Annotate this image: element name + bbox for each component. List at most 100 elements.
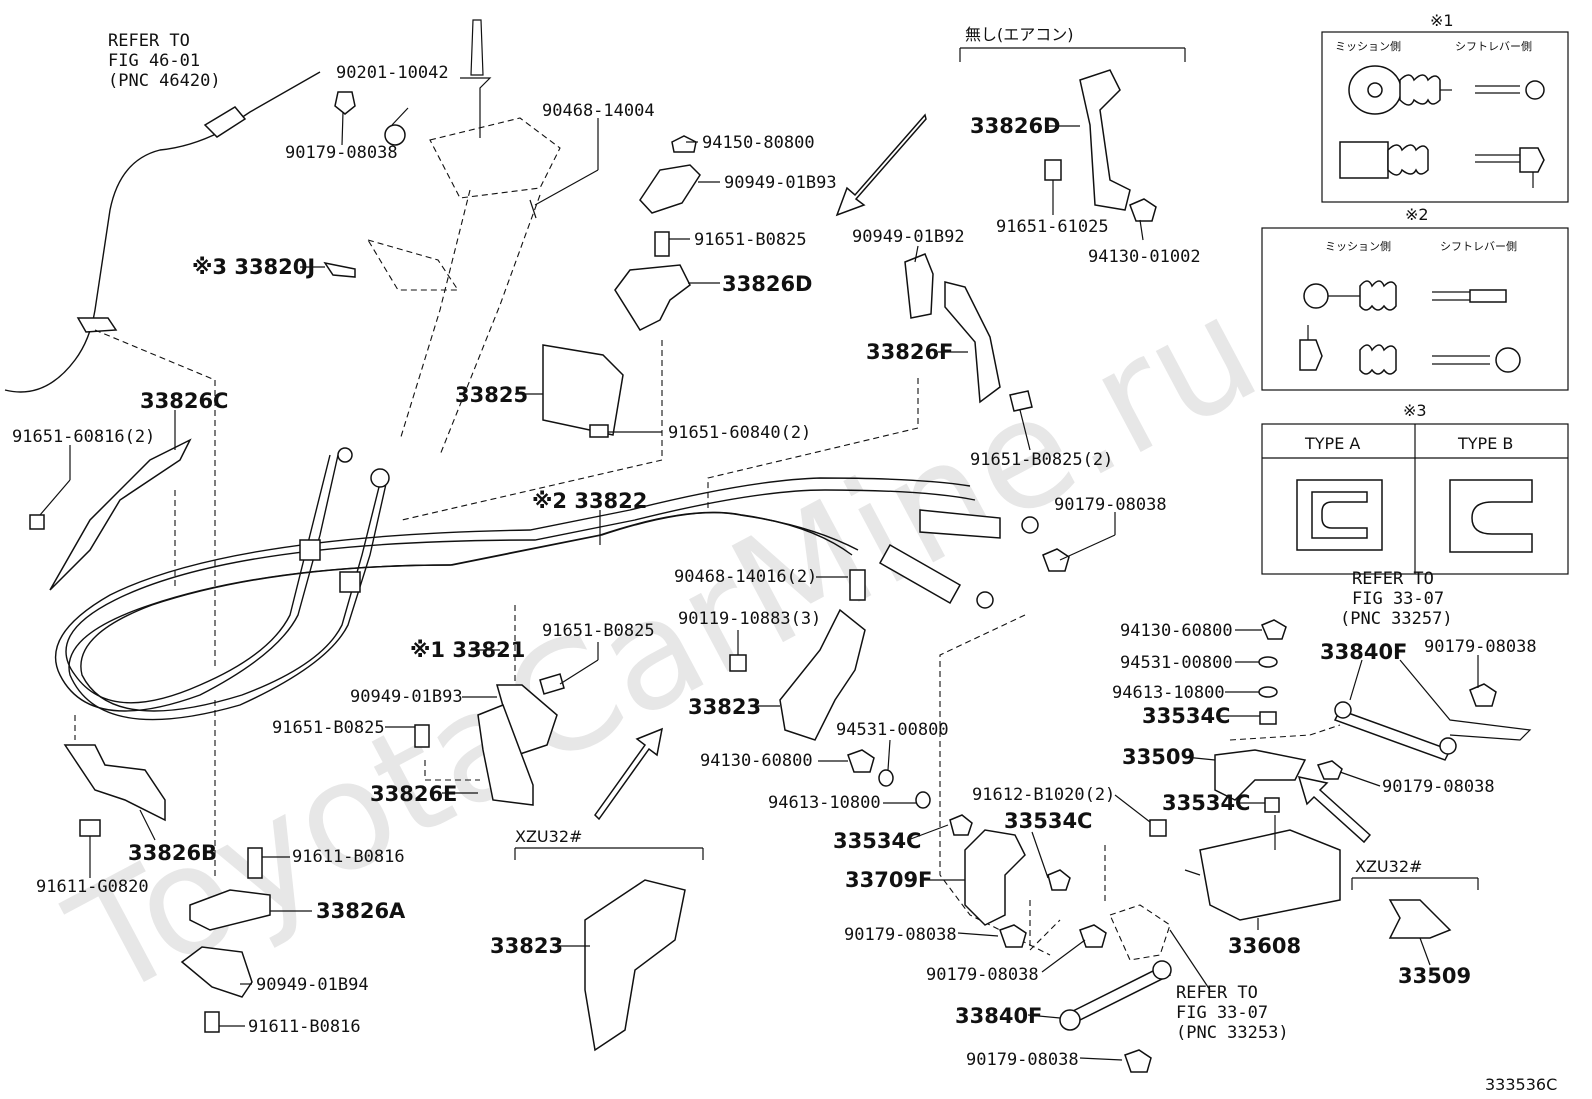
bolt-91612-B1020-2 xyxy=(1149,819,1167,837)
variant-xzu-left: XZU32# xyxy=(515,827,582,846)
inset1-rod-ends xyxy=(1339,65,1545,188)
arrow-right xyxy=(1297,776,1372,844)
bracket-33826E xyxy=(477,704,534,806)
clamp-90949-01B93-a xyxy=(639,164,701,214)
arrow-upper-middle xyxy=(835,113,927,217)
label-90949-01B92: 90949-01B92 xyxy=(852,227,965,247)
bushing-33534C-c xyxy=(949,814,973,836)
ref1-line1: REFER TO xyxy=(108,31,190,51)
inset2-left-label: ミッション側 xyxy=(1325,240,1391,253)
label-33826E: 33826E xyxy=(370,782,457,806)
label-90179-08038-g: 90179-08038 xyxy=(966,1050,1079,1070)
inset2-rod-ends xyxy=(1299,280,1521,375)
label-94130-60800-a: 94130-60800 xyxy=(700,751,813,771)
bolt-91651-B0825-b xyxy=(539,673,565,695)
label-90468-14004: 90468-14004 xyxy=(542,101,655,121)
label-91651-B0825-b: 91651-B0825 xyxy=(542,621,655,641)
nut-94130-01002 xyxy=(1129,198,1157,222)
pin-90468-14004 xyxy=(529,199,537,219)
label-33840F-b: 33840F xyxy=(955,1004,1042,1028)
aircon-note: 無し(エアコン) xyxy=(965,25,1074,44)
bracket-33608 xyxy=(1199,829,1341,921)
label-94130-01002: 94130-01002 xyxy=(1088,247,1201,267)
label-33608: 33608 xyxy=(1228,934,1301,958)
ref2-line3: (PNC 33257) xyxy=(1340,609,1453,629)
variant-xzu-right: XZU32# xyxy=(1355,857,1422,876)
bracket-33823-a xyxy=(779,608,866,741)
label-33534C-c: 33534C xyxy=(1004,809,1092,833)
nut-90179-08038-e xyxy=(999,924,1027,948)
lever-33509-a xyxy=(1214,749,1307,801)
label-91651-60840-2: 91651-60840(2) xyxy=(668,423,811,443)
label-90179-08038-b: 90179-08038 xyxy=(1054,495,1167,515)
bolt-91611-B0816-a xyxy=(247,847,263,879)
label-90179-08038-e: 90179-08038 xyxy=(844,925,957,945)
inset2-mark: ※2 xyxy=(1405,205,1429,224)
label-90468-14016-2: 90468-14016(2) xyxy=(674,567,817,587)
bolt-91651-61025 xyxy=(1044,159,1062,181)
label-33509-b: 33509 xyxy=(1398,964,1471,988)
bushing-33534C-b xyxy=(1264,797,1280,813)
clip-type-a xyxy=(1296,479,1383,551)
arrow-lower-left xyxy=(594,727,663,821)
inset1-box xyxy=(1321,31,1569,203)
inset3-type-a: TYPE A xyxy=(1304,434,1360,453)
label-94531-00800-a: 94531-00800 xyxy=(836,720,949,740)
washer-94531-00800-b xyxy=(1258,656,1278,668)
washer-94531-00800-a xyxy=(878,769,894,787)
label-90201-10042: 90201-10042 xyxy=(336,63,449,83)
ref3-line1: REFER TO xyxy=(1176,983,1258,1003)
bushing-33534C-a xyxy=(1259,711,1277,725)
label-90179-08038-a: 90179-08038 xyxy=(285,143,398,163)
bolt-91611-G0820 xyxy=(79,819,101,837)
nut-90179-08038-g xyxy=(1124,1049,1152,1073)
inset3-type-b: TYPE B xyxy=(1457,434,1513,453)
label-33823-b: 33823 xyxy=(490,934,563,958)
label-91651-61025: 91651-61025 xyxy=(996,217,1109,237)
label-33826F: 33826F xyxy=(866,340,953,364)
bolt-90119-10883-3 xyxy=(729,654,747,672)
ref1-line3: (PNC 46420) xyxy=(108,71,221,91)
bracket-33826D-b xyxy=(614,264,691,331)
bracket-33826F xyxy=(944,281,1001,404)
label-91651-B0825-c: 91651-B0825 xyxy=(272,718,385,738)
nut-94130-60800-b xyxy=(1261,619,1287,640)
lever-33709F xyxy=(964,829,1026,926)
label-91612-B1020-2: 91612-B1020(2) xyxy=(972,785,1115,805)
label-33825: 33825 xyxy=(455,383,528,407)
bracket-33826B xyxy=(63,744,166,822)
ref3-line3: (PNC 33253) xyxy=(1176,1023,1289,1043)
washer-94613-10800-b xyxy=(1258,686,1278,698)
bracket-33823-b xyxy=(584,879,686,1052)
label-90179-08038-c: 90179-08038 xyxy=(1424,637,1537,657)
label-33822: ※2 33822 xyxy=(532,489,647,513)
label-90119-10883-3: 90119-10883(3) xyxy=(678,609,821,629)
label-33826C: 33826C xyxy=(140,389,228,413)
nut-90179-08038-a xyxy=(334,91,356,115)
label-91611-B0816-b: 91611-B0816 xyxy=(248,1017,361,1037)
label-33534C-b: 33534C xyxy=(1162,791,1250,815)
inset3-mark: ※3 xyxy=(1403,401,1427,420)
label-33823-a: 33823 xyxy=(688,695,761,719)
nut-90179-08038-f xyxy=(1079,924,1107,948)
bracket-33825 xyxy=(542,344,624,436)
bolt-91651-B0825-2 xyxy=(1009,390,1033,412)
clip-33820J xyxy=(323,261,356,278)
label-91611-B0816-a: 91611-B0816 xyxy=(292,847,405,867)
label-94150-80800: 94150-80800 xyxy=(702,133,815,153)
bracket-33826C xyxy=(49,438,192,591)
clamp-90949-01B94 xyxy=(180,946,253,998)
label-90949-01B93-a: 90949-01B93 xyxy=(724,173,837,193)
bolt-91651-B0825-a xyxy=(654,231,670,257)
rod-33840F-a xyxy=(1333,709,1452,761)
label-94613-10800-a: 94613-10800 xyxy=(768,793,881,813)
inset2-right-label: シフトレバー側 xyxy=(1440,240,1517,253)
label-33826A: 33826A xyxy=(316,899,406,923)
nut-90179-08038-c xyxy=(1469,683,1497,707)
nut-94150-80800 xyxy=(671,135,697,153)
nut-94130-60800-a xyxy=(847,749,875,773)
label-94613-10800-b: 94613-10800 xyxy=(1112,683,1225,703)
label-90179-08038-f: 90179-08038 xyxy=(926,965,1039,985)
